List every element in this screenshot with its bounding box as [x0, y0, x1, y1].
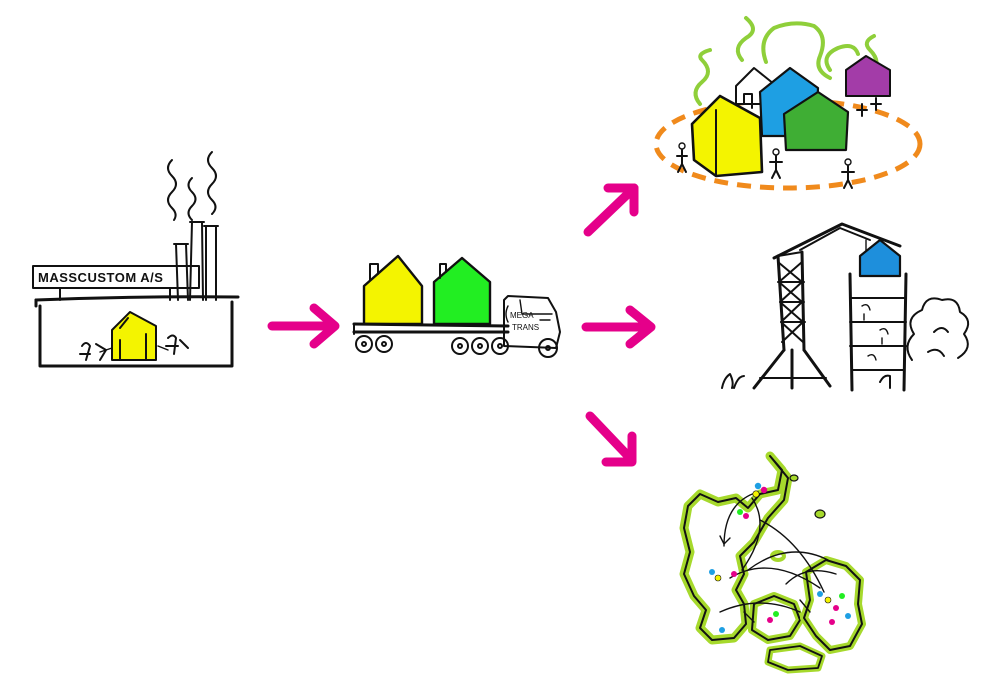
arrow-icon [583, 183, 639, 237]
denmark-map-icon [679, 451, 866, 674]
factory-house-icon [111, 311, 157, 361]
house-cluster-icon [653, 16, 923, 191]
factory-sign-text: MASSCUSTOM A/S [38, 270, 163, 285]
truck-text-line2: TRANS [512, 323, 539, 332]
truck-icon: MEGA TRANS [352, 254, 561, 358]
house-yellow [690, 94, 764, 178]
truck-house-green [432, 256, 492, 326]
tower-house-blue [858, 238, 902, 278]
crane-tower-icon [721, 222, 970, 392]
truck-text-line1: MEGA [510, 311, 534, 320]
arrow-icon [585, 411, 637, 467]
arrow-icon [581, 305, 656, 349]
truck-house-yellow [362, 254, 424, 326]
house-green [782, 90, 850, 152]
arrow-icon [267, 303, 340, 349]
house-purple [845, 55, 891, 97]
factory-icon: MASSCUSTOM A/S [32, 151, 240, 368]
